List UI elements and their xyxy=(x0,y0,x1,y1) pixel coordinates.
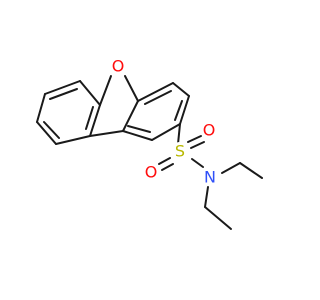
sulfonamide-group xyxy=(158,123,205,171)
atom-sulfonyl-sulfur: S xyxy=(171,142,189,161)
furan-ring xyxy=(89,75,139,137)
double-bond-inner xyxy=(43,121,60,139)
atom-amide-nitrogen: N xyxy=(201,168,219,187)
nitrogen-label: N xyxy=(204,168,216,187)
bond xyxy=(204,206,232,230)
right-benzene-ring xyxy=(122,82,190,141)
bond xyxy=(89,130,124,137)
double-bond-inner xyxy=(144,90,172,105)
sulfonyl-oxygen-bottom-label: O xyxy=(145,163,158,182)
bond xyxy=(179,95,190,125)
double-bond-inner xyxy=(49,88,78,100)
bond xyxy=(55,135,91,145)
bond xyxy=(239,162,263,179)
bond xyxy=(137,82,174,102)
atom-furan-oxygen: O xyxy=(109,57,127,76)
bond xyxy=(151,123,181,141)
bond xyxy=(172,82,190,97)
double-bond-inner xyxy=(85,106,94,130)
bond xyxy=(89,104,101,137)
bond xyxy=(44,80,81,95)
atom-sulfonyl-oxygen-top: O xyxy=(200,121,218,140)
double-bond xyxy=(190,141,205,149)
bond xyxy=(124,75,139,102)
sulfur-label: S xyxy=(175,142,185,161)
bond xyxy=(122,130,153,141)
sulfonyl-oxygen-top-label: O xyxy=(203,121,216,140)
bond xyxy=(177,123,181,145)
left-benzene-ring xyxy=(36,80,101,145)
ethyl-groups xyxy=(204,162,263,230)
double-bond xyxy=(158,157,171,165)
double-bond xyxy=(161,163,174,171)
bond xyxy=(36,121,57,145)
bond xyxy=(36,93,46,123)
molecule-structure: O S O O N xyxy=(36,57,263,230)
bond xyxy=(221,162,241,174)
bond xyxy=(99,75,112,106)
bond xyxy=(204,186,209,208)
double-bond-inner xyxy=(127,125,151,133)
bond xyxy=(122,100,139,132)
double-bond-inner xyxy=(174,100,183,121)
bond xyxy=(79,80,101,106)
bond xyxy=(191,158,204,168)
furan-oxygen-label: O xyxy=(112,57,125,76)
double-bond xyxy=(187,135,202,143)
atom-sulfonyl-oxygen-bottom: O xyxy=(142,163,160,182)
